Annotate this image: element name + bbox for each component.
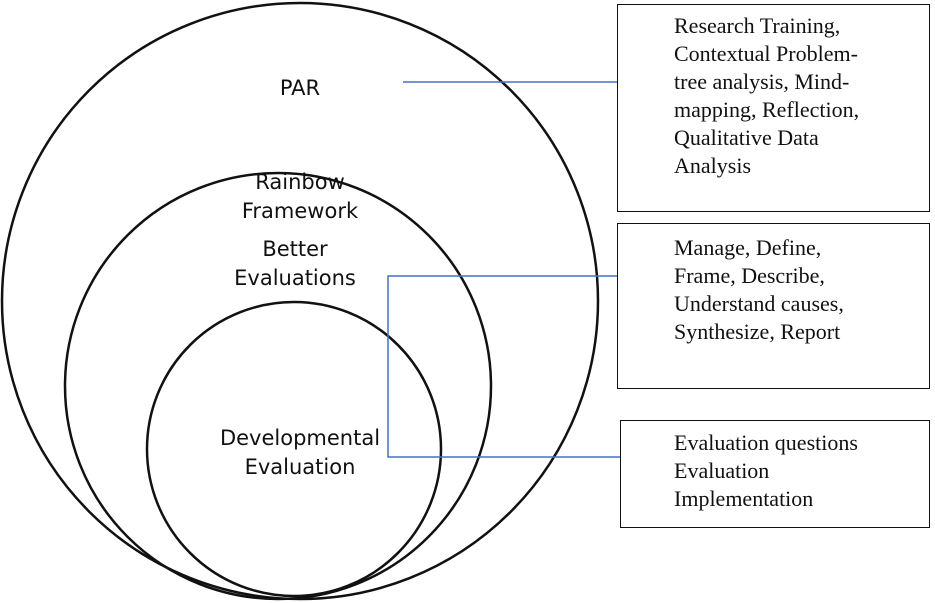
better-evaluations-label: Better Evaluations (234, 237, 356, 290)
rainbow-tasks-box: Manage, Define, Frame, Describe, Underst… (617, 223, 930, 389)
rainbow-framework-circle (63, 171, 493, 601)
par-methods-box: Research Training, Contextual Problem- t… (617, 4, 930, 212)
developmental-evaluation-circle (145, 300, 443, 598)
par-label: PAR (279, 76, 321, 100)
evaluation-connector-line (387, 275, 624, 458)
rainbow-framework-label: Rainbow Framework (241, 170, 359, 223)
developmental-evaluation-label: Developmental Evaluation (219, 426, 381, 479)
developmental-steps-box: Evaluation questions Evaluation Implemen… (620, 420, 930, 528)
